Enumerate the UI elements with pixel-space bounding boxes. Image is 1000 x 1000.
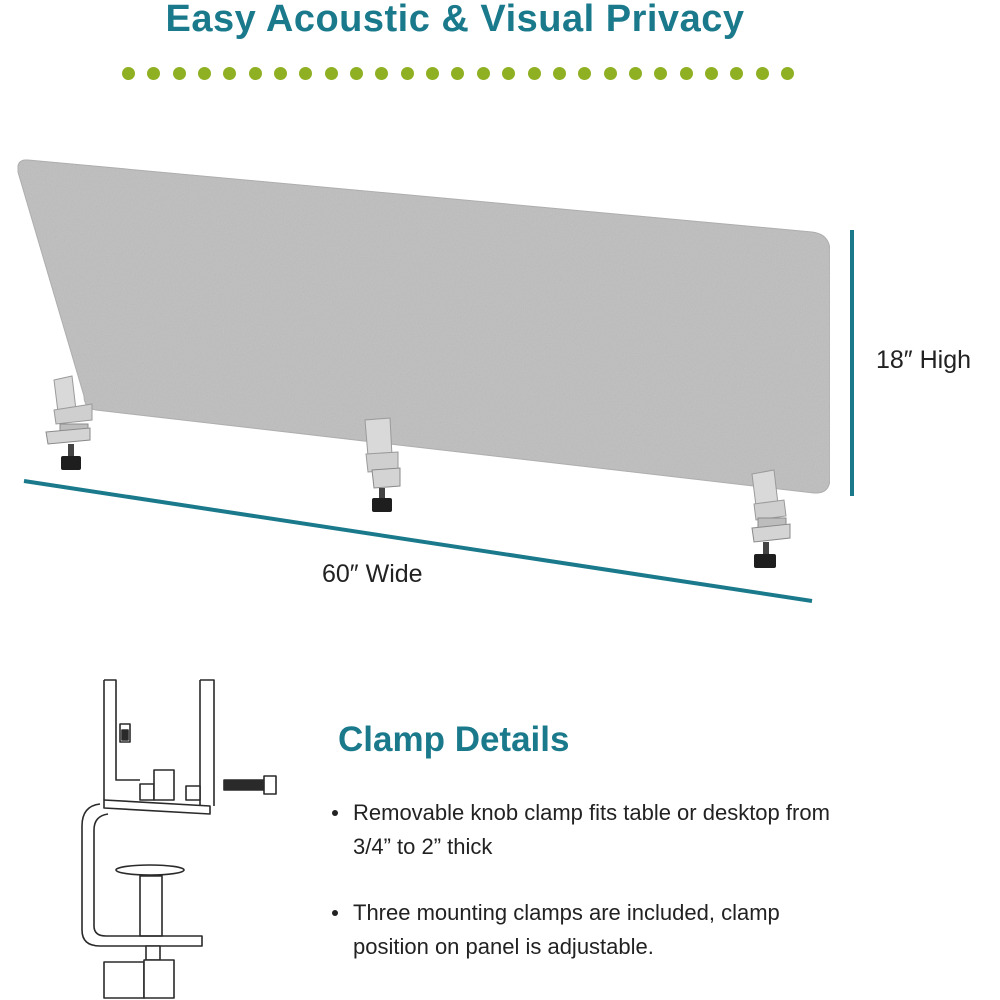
- page-title: Easy Acoustic & Visual Privacy: [165, 0, 745, 40]
- clamp-bracket-icon: [364, 417, 401, 512]
- dotted-divider: [122, 66, 794, 80]
- clamp-line-drawing: [81, 679, 277, 999]
- width-dimension-line: [23, 479, 813, 603]
- clamp-details-list: Removable knob clamp fits table or deskt…: [330, 796, 850, 996]
- width-label: 60″ Wide: [322, 560, 423, 588]
- clamp-details-heading: Clamp Details: [338, 720, 570, 759]
- height-label: 18″ High: [876, 346, 972, 374]
- list-item: Three mounting clamps are included, clam…: [330, 896, 850, 964]
- privacy-panel: [17, 159, 831, 494]
- clamp-bracket-icon: [45, 375, 93, 470]
- clamp-bracket-icon: [751, 469, 791, 568]
- list-item: Removable knob clamp fits table or deskt…: [330, 796, 850, 864]
